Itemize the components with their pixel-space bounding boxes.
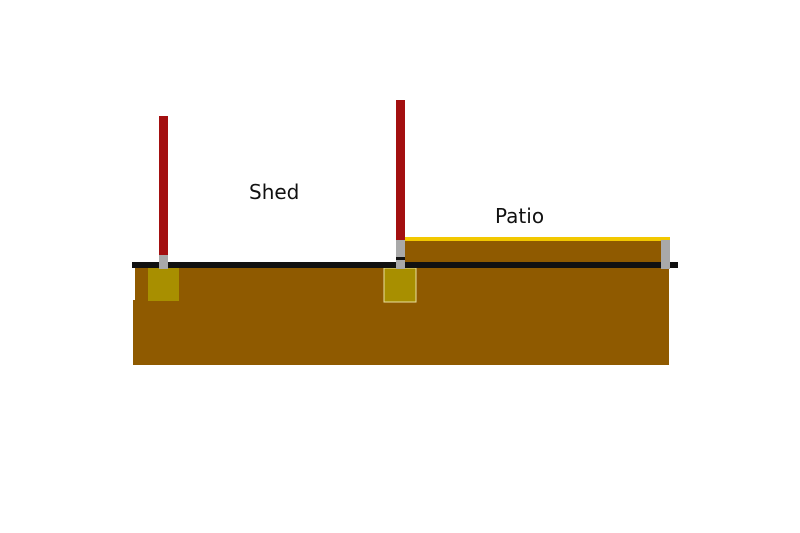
post-base-left (159, 255, 168, 269)
shed-label: Shed (249, 180, 300, 204)
footing-right (383, 267, 417, 303)
patio-slab (404, 240, 662, 265)
post-left (159, 116, 168, 256)
patio-edge-post (661, 240, 670, 269)
footing-left (148, 268, 179, 301)
patio-surface (404, 237, 670, 241)
post-base-right (396, 240, 405, 269)
post-base-right-joint (396, 257, 405, 260)
patio-label: Patio (495, 204, 545, 228)
post-right (396, 100, 405, 240)
soil-block (133, 300, 669, 365)
